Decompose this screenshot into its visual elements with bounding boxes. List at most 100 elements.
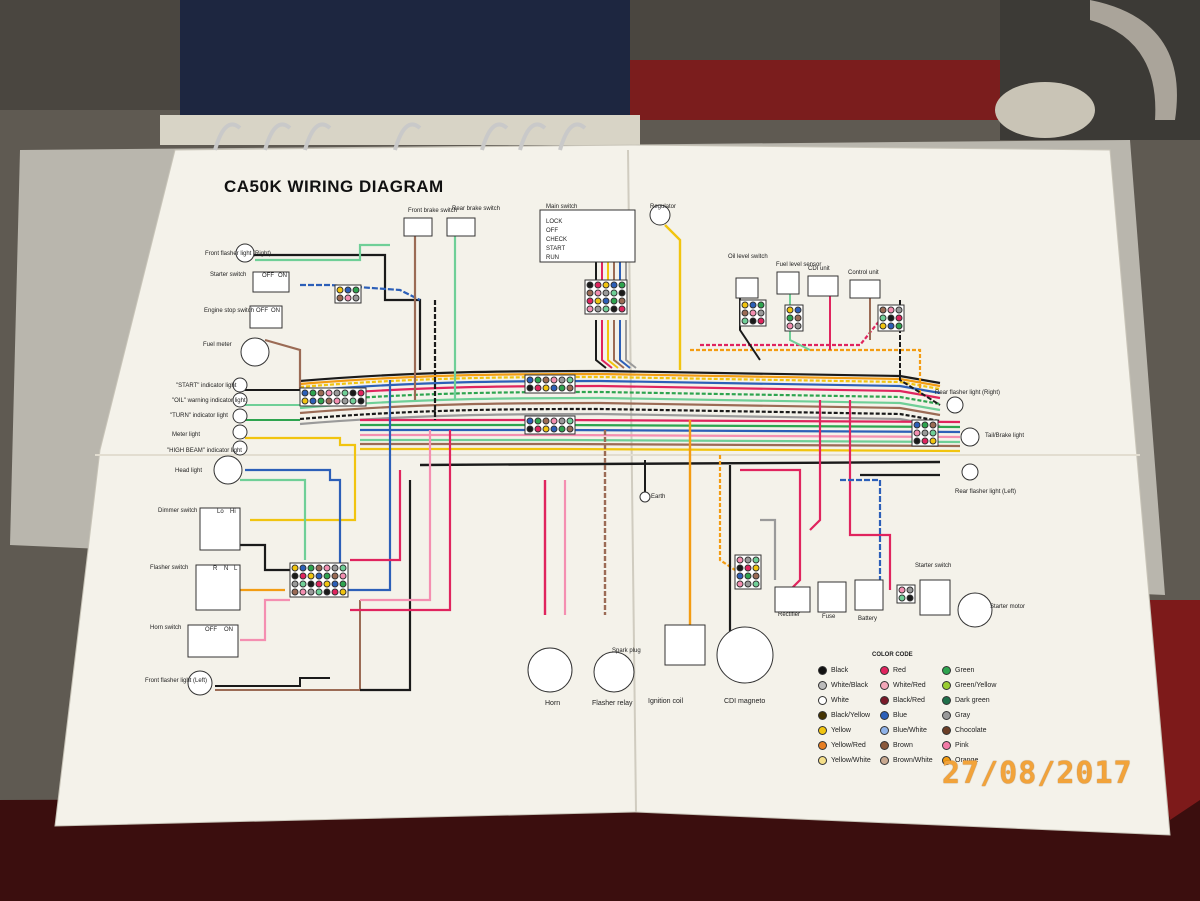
color-code-item: Orange <box>942 756 978 765</box>
flasher-connector-pin <box>315 572 323 580</box>
color-swatch-icon <box>880 666 889 675</box>
label-battery: Battery <box>858 616 878 622</box>
color-code-item: White/Red <box>880 681 926 690</box>
blue-vertical <box>340 380 392 592</box>
color-code-item: Green/Yellow <box>942 681 996 690</box>
center-connector-top-pin <box>558 376 566 384</box>
color-code-label: Yellow/Red <box>831 742 866 749</box>
main-switch-connector-pin <box>594 305 602 313</box>
label-main-switch: Main switch <box>546 204 578 210</box>
color-code-label: Green <box>955 667 975 674</box>
rear-connector-pin <box>929 421 937 429</box>
ignition-coil-box <box>664 624 706 666</box>
oil-connector-pin <box>749 317 757 325</box>
color-code-item: Black <box>818 666 848 675</box>
engine-stop-on: ON <box>271 308 280 314</box>
color-swatch-icon <box>880 726 889 735</box>
main-switch-connector-pin <box>594 297 602 305</box>
red-vertical <box>350 430 452 612</box>
main-switch-connector-pin <box>586 297 594 305</box>
dimmer-hi: Hi <box>230 509 236 515</box>
center-connector-top-pin <box>558 384 566 392</box>
rear-brake-switch-box <box>446 217 476 237</box>
starter-switch-wire <box>840 478 882 590</box>
left-connector-pin <box>325 389 333 397</box>
starter-switch-connector-pin <box>898 594 906 602</box>
rectifier-wire <box>760 518 777 580</box>
label-front-flasher-right: Front flasher light (Right) <box>205 251 272 257</box>
main-switch-connector-pin <box>586 281 594 289</box>
color-code-item: Blue <box>880 711 907 720</box>
label-rectifier: Rectifier <box>778 612 801 618</box>
starter-switch-connector-pin <box>898 586 906 594</box>
label-starter-switch-left: Starter switch <box>210 272 247 278</box>
color-swatch-icon <box>942 681 951 690</box>
color-code-label: Black <box>831 667 849 674</box>
main-switch-wire <box>607 262 619 369</box>
components <box>187 204 993 696</box>
rear-connector-pin <box>929 437 937 445</box>
fuel-connector-pin <box>786 322 794 330</box>
label-oil-warning: "OIL" warning indicator light <box>172 398 246 404</box>
rear-flasher-left-light <box>961 463 979 481</box>
left-connector-pin <box>317 389 325 397</box>
flasher-connector-pin <box>315 580 323 588</box>
rectifier-box <box>774 586 811 613</box>
starter-motor <box>957 592 993 628</box>
center-connector-bottom-pin <box>542 417 550 425</box>
magneto-connector-pin <box>752 556 760 564</box>
color-swatch-icon <box>942 756 951 765</box>
center-connector-bottom-pin <box>542 425 550 433</box>
cdi-magneto <box>716 626 774 684</box>
flasher-connector-pin <box>323 572 331 580</box>
label-starter-switch-right: Starter switch <box>915 563 952 569</box>
flasher-connector-pin <box>323 588 331 596</box>
label-engine-stop-switch: Engine stop switch <box>204 308 255 314</box>
regulator-wire <box>664 224 682 370</box>
control-connector-pin <box>895 314 903 322</box>
control-connector-pin <box>895 306 903 314</box>
fuel-connector-pin <box>794 322 802 330</box>
fuel-connector-pin <box>786 314 794 322</box>
left-connector-pin <box>317 397 325 405</box>
harness-wire <box>299 407 941 423</box>
starter-switch-box <box>252 271 290 293</box>
control-connector-pin <box>887 306 895 314</box>
color-code-title: COLOR CODE <box>872 652 913 658</box>
flasher-connector-pin <box>339 564 347 572</box>
center-connector-top-pin <box>566 376 574 384</box>
control-connector-pin <box>879 314 887 322</box>
left-connector-pin <box>357 397 365 405</box>
front-flasher-wire <box>240 253 422 370</box>
color-code-label: Gray <box>955 712 971 719</box>
color-code-label: Black/Red <box>893 697 925 704</box>
color-code-item: Dark green <box>942 696 990 705</box>
color-swatch-icon <box>942 696 951 705</box>
flasher-connector-pin <box>315 564 323 572</box>
blue-binder <box>180 0 630 125</box>
harness-wire <box>299 369 941 385</box>
black-vertical <box>360 480 412 692</box>
harness-wire <box>299 412 941 428</box>
earth-terminal <box>639 491 651 503</box>
main-switch-connector-pin <box>602 281 610 289</box>
left-connector-pin <box>341 397 349 405</box>
control-connector-pin <box>887 322 895 330</box>
starter-switch-connector-pin <box>906 594 914 602</box>
head-light-wire <box>245 468 342 580</box>
main-switch-wire <box>595 262 607 369</box>
flasher-connector-pin <box>291 580 299 588</box>
flasher-connector-pin <box>291 588 299 596</box>
oil-indicator-light <box>232 392 248 408</box>
center-connector-bottom-pin <box>566 417 574 425</box>
label-fuel-level-sensor: Fuel level sensor <box>776 262 822 268</box>
cdi-unit-box <box>807 275 839 297</box>
magneto-connector-pin <box>744 564 752 572</box>
main-switch-table <box>539 209 636 263</box>
head-light <box>213 455 243 485</box>
magneto-connector-pin <box>736 564 744 572</box>
color-code-label: Orange <box>955 757 979 764</box>
metal-cup <box>995 82 1095 138</box>
fuse-box <box>817 581 847 613</box>
diagram-title: CA50K WIRING DIAGRAM <box>224 177 444 196</box>
